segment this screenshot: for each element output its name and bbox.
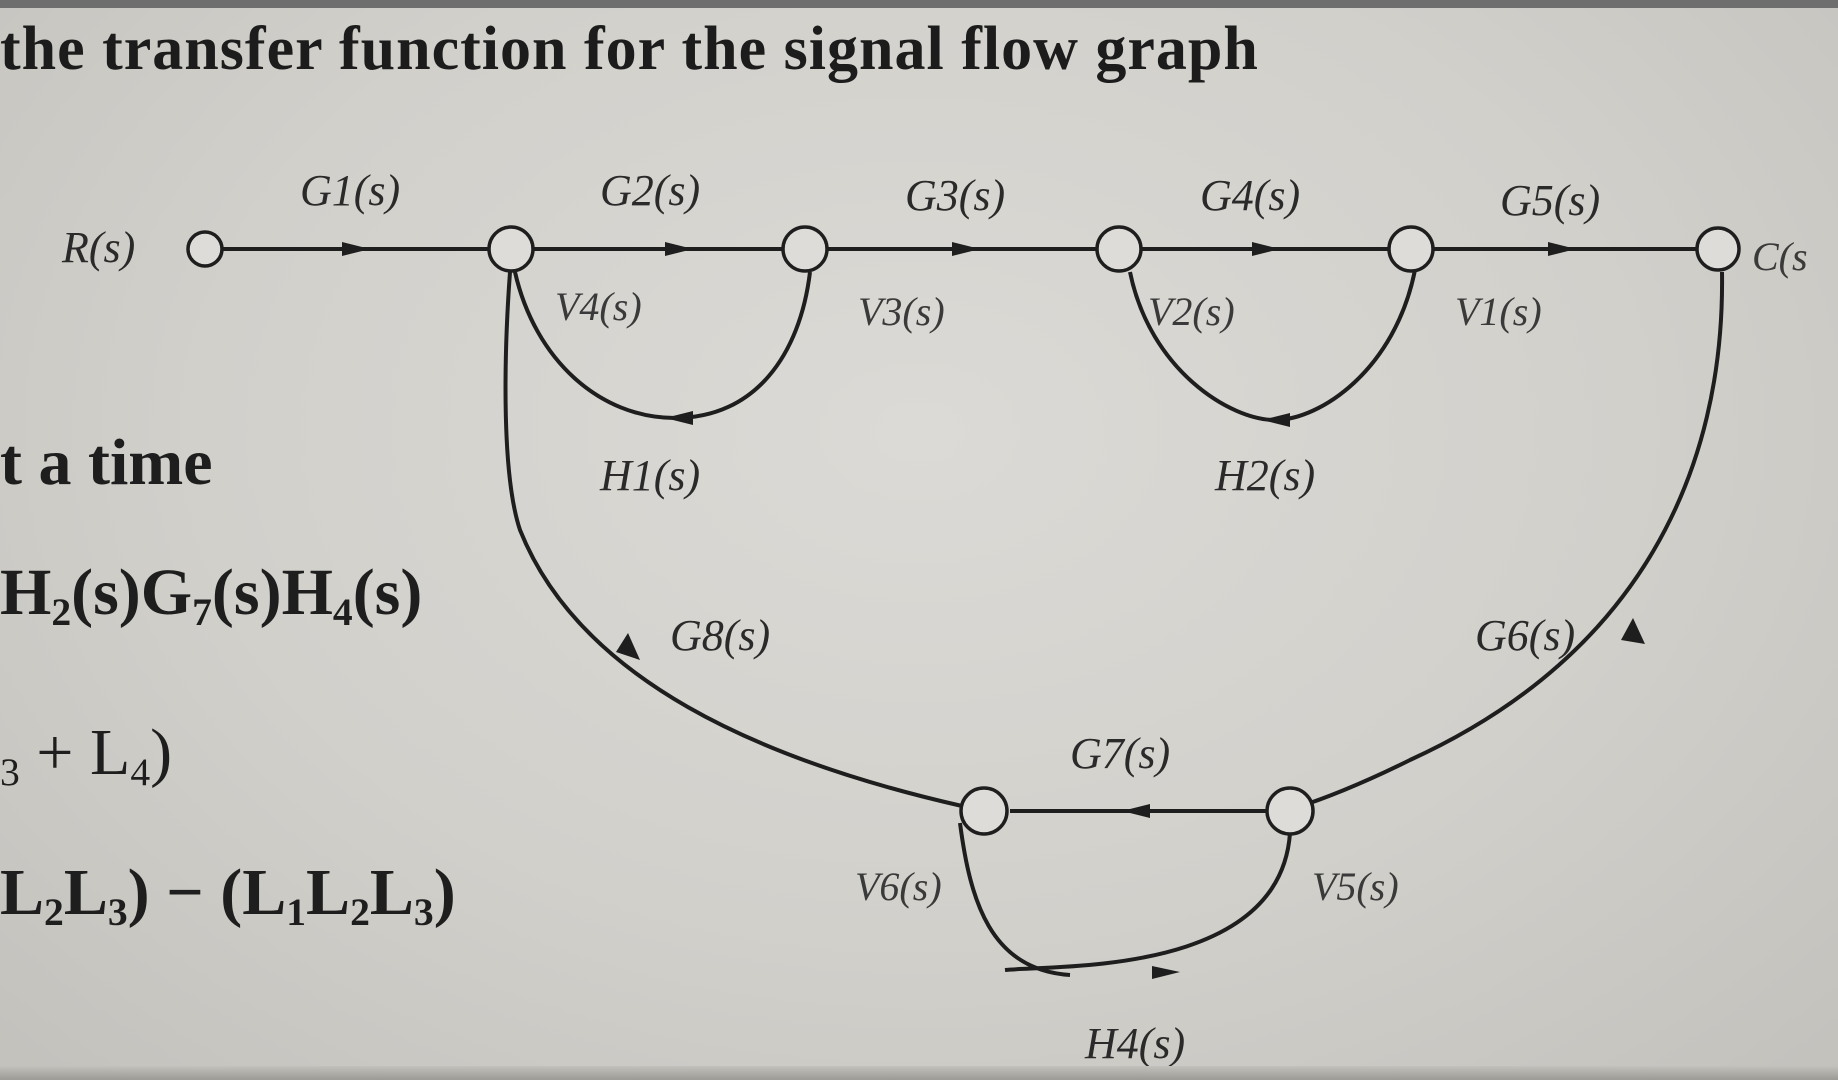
bottom-edge	[0, 1066, 1838, 1080]
label-v6: V6(s)	[855, 864, 942, 909]
node-v2	[1095, 225, 1143, 273]
node-v5	[1265, 786, 1315, 836]
label-h1: H1(s)	[599, 451, 700, 500]
label-g2: G2(s)	[600, 166, 700, 215]
label-g4: G4(s)	[1200, 171, 1300, 220]
eq3-sub: 4	[130, 750, 151, 795]
eq2-part: H	[0, 556, 52, 629]
eq4-sub: 1	[286, 890, 307, 935]
equation-line-3: 3 + L4)	[0, 715, 172, 795]
equation-line-1: t a time	[0, 426, 213, 499]
page-heading: the transfer function for the signal flo…	[0, 15, 1259, 83]
eq4-part: L	[0, 856, 45, 929]
node-r	[186, 230, 224, 268]
node-v1	[1387, 225, 1435, 273]
label-g3: G3(s)	[905, 171, 1005, 220]
node-v3	[781, 225, 829, 273]
label-g6: G6(s)	[1475, 611, 1575, 660]
eq3-part: )	[150, 716, 173, 789]
label-v1: V1(s)	[1455, 289, 1542, 334]
arrow-g8	[616, 633, 640, 660]
label-g1: G1(s)	[300, 166, 400, 215]
arrow-g5	[1548, 242, 1576, 256]
eq4-part: ) − (L	[127, 856, 287, 929]
eq3-sub: 3	[0, 750, 20, 795]
branch-g8	[503, 271, 963, 808]
eq2-part: (s)	[352, 556, 423, 629]
label-v4: V4(s)	[555, 284, 642, 329]
label-g8: G8(s)	[670, 611, 770, 660]
arrow-g2	[665, 242, 693, 256]
equation-line-2: H2(s)G7(s)H4(s)	[0, 555, 422, 635]
arrow-g6	[1621, 618, 1645, 644]
label-g5: G5(s)	[1500, 176, 1600, 225]
eq2-part: (s)G	[71, 556, 193, 629]
node-v4	[487, 225, 535, 273]
label-v2: V2(s)	[1148, 289, 1235, 334]
equation-line-4: L2L3) − (L1L2L3)	[0, 855, 456, 935]
label-h4: H4(s)	[1084, 1019, 1185, 1068]
label-g7: G7(s)	[1070, 729, 1170, 778]
arrow-h2	[1262, 413, 1290, 427]
eq4-part: L	[306, 856, 351, 929]
arrow-h1	[665, 411, 693, 425]
eq4-part: )	[433, 856, 456, 929]
eq2-part: (s)H	[211, 556, 333, 629]
eq4-sub: 3	[107, 890, 128, 935]
label-h2: H2(s)	[1214, 451, 1315, 500]
arrow-g7	[1122, 804, 1150, 818]
branch-h4	[1004, 832, 1292, 972]
branch-h4-left	[958, 822, 1071, 977]
eq4-sub: 3	[413, 890, 434, 935]
arrow-g4	[1252, 242, 1280, 256]
eq4-part: L	[369, 856, 414, 929]
eq4-part: L	[63, 856, 108, 929]
arrow-g1	[342, 242, 370, 256]
eq2-sub: 4	[332, 590, 353, 635]
node-v6	[959, 786, 1009, 836]
arrow-h4	[1152, 966, 1180, 979]
arrow-g3	[952, 242, 980, 256]
top-edge	[0, 0, 1838, 8]
eq2-sub: 2	[51, 590, 72, 635]
node-c	[1695, 226, 1741, 272]
eq4-sub: 2	[350, 890, 370, 935]
label-v5: V5(s)	[1312, 864, 1399, 909]
eq2-sub: 7	[192, 590, 212, 635]
branch-g6	[1297, 271, 1725, 809]
eq4-sub: 2	[44, 890, 64, 935]
label-c: C(s	[1752, 234, 1808, 279]
label-r: R(s)	[61, 223, 135, 272]
label-v3: V3(s)	[858, 289, 945, 334]
eq3-part: + L	[19, 716, 131, 789]
